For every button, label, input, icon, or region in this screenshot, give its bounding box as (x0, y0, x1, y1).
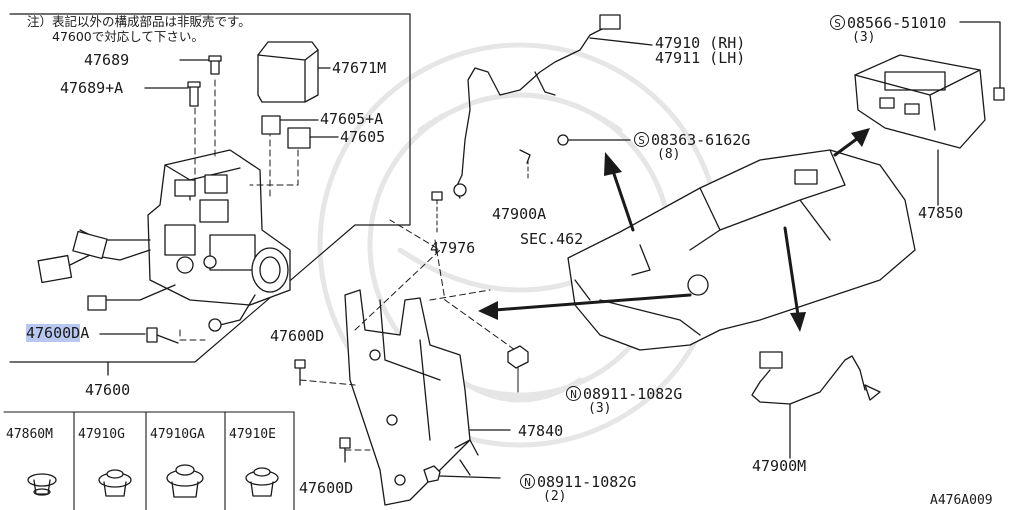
table-header-47910g[interactable]: 47910G (78, 427, 125, 442)
part-label-47600d-low[interactable]: 47600D (299, 479, 354, 497)
fitting-47689a (144, 81, 201, 107)
part-label-47900m[interactable]: 47900M (752, 457, 807, 475)
quantity-08911-lower: (2) (543, 489, 567, 504)
part-label-47900a[interactable]: 47900A (492, 205, 547, 223)
table-header-47910ga[interactable]: 47910GA (150, 427, 205, 442)
clip-47860m (27, 473, 57, 496)
front-wheel-sensor-harness (431, 14, 653, 233)
clip-47910g (98, 469, 132, 497)
part-label-47850[interactable]: 47850 (918, 204, 964, 222)
clip-47910e (245, 467, 279, 497)
direction-arrows (478, 128, 870, 332)
part-label-suffix: A (80, 324, 90, 342)
part-label-47840[interactable]: 47840 (518, 422, 564, 440)
part-label-47689[interactable]: 47689 (84, 51, 130, 69)
bolt-47600d-low (339, 437, 351, 463)
vehicle-outline (567, 149, 916, 351)
part-label-47689a[interactable]: 47689+A (60, 79, 124, 97)
fastener-table-grid (3, 411, 295, 510)
rear-wheel-sensor-harness (751, 351, 881, 459)
part-label-47605[interactable]: 47605 (340, 128, 386, 146)
part-number-08566: 08566-51010 (847, 14, 947, 32)
table-header-47910e[interactable]: 47910E (229, 427, 276, 442)
screw-symbol-icon: S (634, 132, 649, 147)
part-label-47976[interactable]: 47976 (430, 239, 476, 257)
part-label-47600d-mid[interactable]: 47600D (270, 327, 325, 345)
bolt-47600d-mid (294, 359, 306, 386)
quantity-08566: (3) (852, 30, 876, 45)
nut-08911-upper (507, 345, 529, 393)
abs-kit-frame (9, 13, 411, 363)
part-label-47671m[interactable]: 47671M (332, 59, 387, 77)
nut-symbol-icon: N (520, 474, 535, 489)
part-number-08911-lower: 08911-1082G (537, 473, 637, 491)
abs-control-unit-47850 (854, 21, 1005, 206)
fitting-47689 (179, 55, 222, 75)
part-label-47911-lh[interactable]: 47911 (LH) (655, 49, 746, 67)
diagram-code: A476A009 (930, 493, 993, 508)
part-label-47910-rh[interactable]: 47910 (RH) (655, 34, 746, 52)
bracket-47840 (299, 219, 516, 506)
part-number-08363: 08363-6162G (651, 131, 751, 149)
clip-47910ga (166, 464, 204, 498)
quantity-08911-upper: (3) (588, 401, 612, 416)
note-line-1: 注）表記以外の構成部品は非販売です。 (27, 14, 251, 29)
nut-symbol-icon: N (566, 386, 581, 401)
relay-47605 (287, 127, 339, 149)
table-header-47860m[interactable]: 47860M (6, 427, 53, 442)
screw-symbol-icon: S (830, 15, 845, 30)
part-number-08911-upper: 08911-1082G (583, 385, 683, 403)
part-label-47600d-kit[interactable]: 47600DA (26, 324, 90, 342)
part-label-47600[interactable]: 47600 (85, 381, 131, 399)
relay-47605a (261, 115, 319, 135)
abs-actuator-illustration (37, 79, 299, 341)
relay-47671m (257, 41, 331, 103)
note-line-2: 47600で対応して下さい。 (52, 29, 204, 44)
part-label-47605a[interactable]: 47605+A (320, 110, 384, 128)
section-ref-462[interactable]: SEC.462 (520, 230, 584, 248)
quantity-08363: (8) (657, 147, 681, 162)
highlighted-part-number[interactable]: 47600D (26, 324, 81, 342)
nut-08911-lower (423, 439, 501, 483)
bolt-47600d-kit (99, 327, 179, 344)
